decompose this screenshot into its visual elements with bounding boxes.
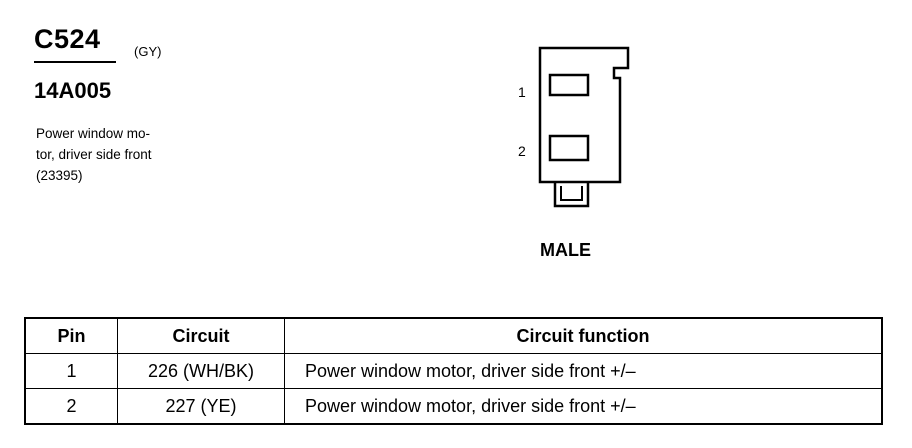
cell-pin: 2 bbox=[24, 388, 118, 425]
table-row: 2 227 (YE) Power window motor, driver si… bbox=[24, 388, 883, 425]
cell-circuit: 227 (YE) bbox=[117, 388, 285, 425]
pin-table-header-row: Pin Circuit Circuit function bbox=[24, 317, 883, 354]
connector-face-diagram bbox=[538, 46, 630, 208]
connector-color: (GY) bbox=[134, 44, 162, 59]
pin-1-cavity bbox=[548, 73, 590, 97]
cell-circuit: 226 (WH/BK) bbox=[117, 353, 285, 389]
header-pin: Pin bbox=[24, 317, 118, 354]
locking-tab bbox=[553, 182, 590, 208]
pin-table: Pin Circuit Circuit function 1 226 (WH/B… bbox=[24, 317, 883, 425]
pin-label-2: 2 bbox=[518, 143, 526, 159]
description-line-1: Power window mo- bbox=[36, 126, 151, 141]
cell-pin: 1 bbox=[24, 353, 118, 389]
cell-circuit-function: Power window motor, driver side front +/… bbox=[284, 353, 883, 389]
connector-housing-outline bbox=[538, 46, 630, 184]
cell-circuit-function: Power window motor, driver side front +/… bbox=[284, 388, 883, 425]
connector-code: C524 bbox=[34, 24, 101, 54]
description-line-3: (23395) bbox=[36, 168, 83, 183]
locking-tab-inner bbox=[560, 186, 583, 201]
header-circuit: Circuit bbox=[117, 317, 285, 354]
connector-code-underline bbox=[34, 61, 116, 63]
header-circuit-function: Circuit function bbox=[284, 317, 883, 354]
description-line-2: tor, driver side front bbox=[36, 147, 152, 162]
table-row: 1 226 (WH/BK) Power window motor, driver… bbox=[24, 353, 883, 389]
part-number: 14A005 bbox=[34, 78, 112, 103]
pin-label-1: 1 bbox=[518, 84, 526, 100]
connector-gender-label: MALE bbox=[540, 240, 591, 260]
pin-2-cavity bbox=[548, 134, 590, 162]
